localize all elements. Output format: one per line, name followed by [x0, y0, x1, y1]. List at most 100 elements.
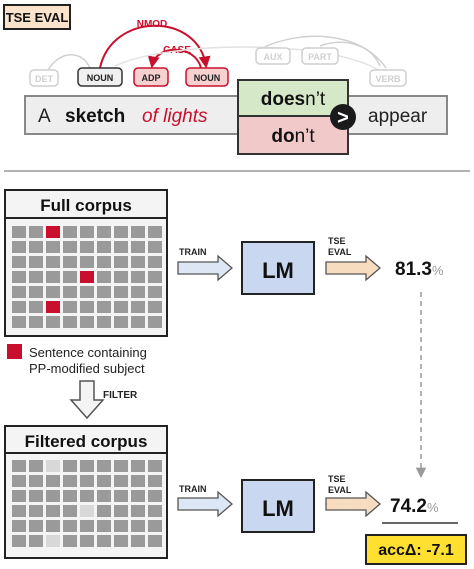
filter-arrow: FILTER	[69, 380, 138, 420]
corpus-cell	[29, 256, 43, 268]
corpus-cell	[114, 475, 128, 487]
corpus-cell	[148, 301, 162, 313]
corpus-cell	[114, 316, 128, 328]
tse-label-top: TSE	[328, 236, 346, 246]
corpus-cell	[114, 301, 128, 313]
pos-tag-noun-subject: NOUN	[77, 67, 123, 87]
removed-cell	[46, 460, 60, 472]
grammatical-candidate	[237, 79, 349, 117]
eval-arrow-top	[325, 254, 381, 282]
corpus-cell	[63, 256, 77, 268]
corpus-cell	[46, 505, 60, 517]
svg-text:ADP: ADP	[141, 73, 160, 83]
case-arc	[147, 48, 202, 69]
corpus-cell	[131, 271, 145, 283]
pos-tag-part: PART	[301, 47, 339, 65]
corpus-cell	[80, 301, 94, 313]
delta-text: accΔ: -7.1	[378, 542, 454, 559]
corpus-cell	[12, 535, 26, 547]
corpus-cell	[131, 226, 145, 238]
corpus-cell	[46, 271, 60, 283]
corpus-cell	[97, 475, 111, 487]
corpus-cell	[148, 520, 162, 532]
compare-icon	[330, 104, 356, 130]
word-sketch: sketch	[65, 106, 125, 127]
corpus-cell	[114, 271, 128, 283]
tse-eval-tag-label: TSE EVAL	[6, 10, 69, 25]
corpus-cell	[63, 316, 77, 328]
tse-label-bottom: TSE	[328, 474, 346, 484]
corpus-cell	[12, 241, 26, 253]
corpus-cell	[97, 535, 111, 547]
eval-label-bottom: EVAL	[328, 485, 352, 495]
sentence-bar: A sketch of lights appear	[24, 95, 448, 135]
filtered-corpus-panel: Filtered corpus	[4, 425, 168, 559]
corpus-cell	[114, 256, 128, 268]
corpus-cell	[46, 316, 60, 328]
compare-symbol: >	[337, 107, 349, 129]
corpus-cell	[29, 286, 43, 298]
legend-swatch	[7, 344, 22, 359]
corpus-cell	[148, 226, 162, 238]
corpus-cell	[63, 460, 77, 472]
corpus-cell	[80, 316, 94, 328]
corpus-cell	[29, 490, 43, 502]
train-label-top: TRAIN	[179, 247, 207, 257]
corpus-cell	[29, 475, 43, 487]
nmod-label: NMOD	[137, 19, 168, 30]
corpus-cell	[29, 301, 43, 313]
lm-box-bottom	[241, 479, 315, 533]
corpus-cell	[63, 475, 77, 487]
corpus-cell	[114, 226, 128, 238]
corpus-cell	[12, 520, 26, 532]
word-of-lights: of lights	[142, 106, 208, 127]
corpus-cell	[131, 301, 145, 313]
svg-text:NOUN: NOUN	[87, 73, 114, 83]
corpus-cell	[63, 505, 77, 517]
corpus-cell	[46, 520, 60, 532]
corpus-cell	[12, 316, 26, 328]
corpus-cell	[80, 475, 94, 487]
corpus-cell	[97, 301, 111, 313]
corpus-cell	[131, 475, 145, 487]
filtered-corpus-title: Filtered corpus	[25, 432, 148, 451]
corpus-cell	[97, 256, 111, 268]
corpus-cell	[29, 520, 43, 532]
ungrammatical-candidate	[237, 115, 349, 155]
lm-box-top	[241, 241, 315, 295]
train-arrow-top	[177, 254, 233, 282]
eval-arrow-bottom	[325, 490, 381, 518]
corpus-cell	[12, 301, 26, 313]
corpus-cell	[63, 490, 77, 502]
highlighted-cell	[80, 271, 94, 283]
aux-arc	[261, 35, 387, 69]
corpus-cell	[97, 286, 111, 298]
word-a: A	[38, 106, 51, 127]
pos-tag-det: DET	[29, 69, 59, 87]
legend-line-2: PP-modified subject	[29, 361, 145, 376]
corpus-cell	[29, 535, 43, 547]
svg-text:PART: PART	[308, 52, 332, 62]
corpus-cell	[131, 241, 145, 253]
corpus-cell	[29, 460, 43, 472]
corpus-cell	[63, 520, 77, 532]
corpus-cell	[46, 286, 60, 298]
ungrammatical-text: don’t	[271, 126, 315, 147]
corpus-cell	[148, 241, 162, 253]
corpus-cell	[29, 226, 43, 238]
corpus-cell	[80, 490, 94, 502]
corpus-cell	[12, 226, 26, 238]
corpus-cell	[80, 241, 94, 253]
top-pipeline: TRAIN LM TSE EVAL 81.3%	[177, 236, 444, 295]
corpus-cell	[80, 256, 94, 268]
corpus-cell	[80, 535, 94, 547]
corpus-cell	[46, 475, 60, 487]
corpus-cell	[97, 460, 111, 472]
corpus-cell	[97, 316, 111, 328]
corpus-cell	[29, 271, 43, 283]
corpus-cell	[12, 505, 26, 517]
corpus-cell	[131, 490, 145, 502]
word-appear: appear	[368, 106, 428, 127]
corpus-cell	[114, 505, 128, 517]
grammatical-text: doesn’t	[261, 89, 326, 110]
